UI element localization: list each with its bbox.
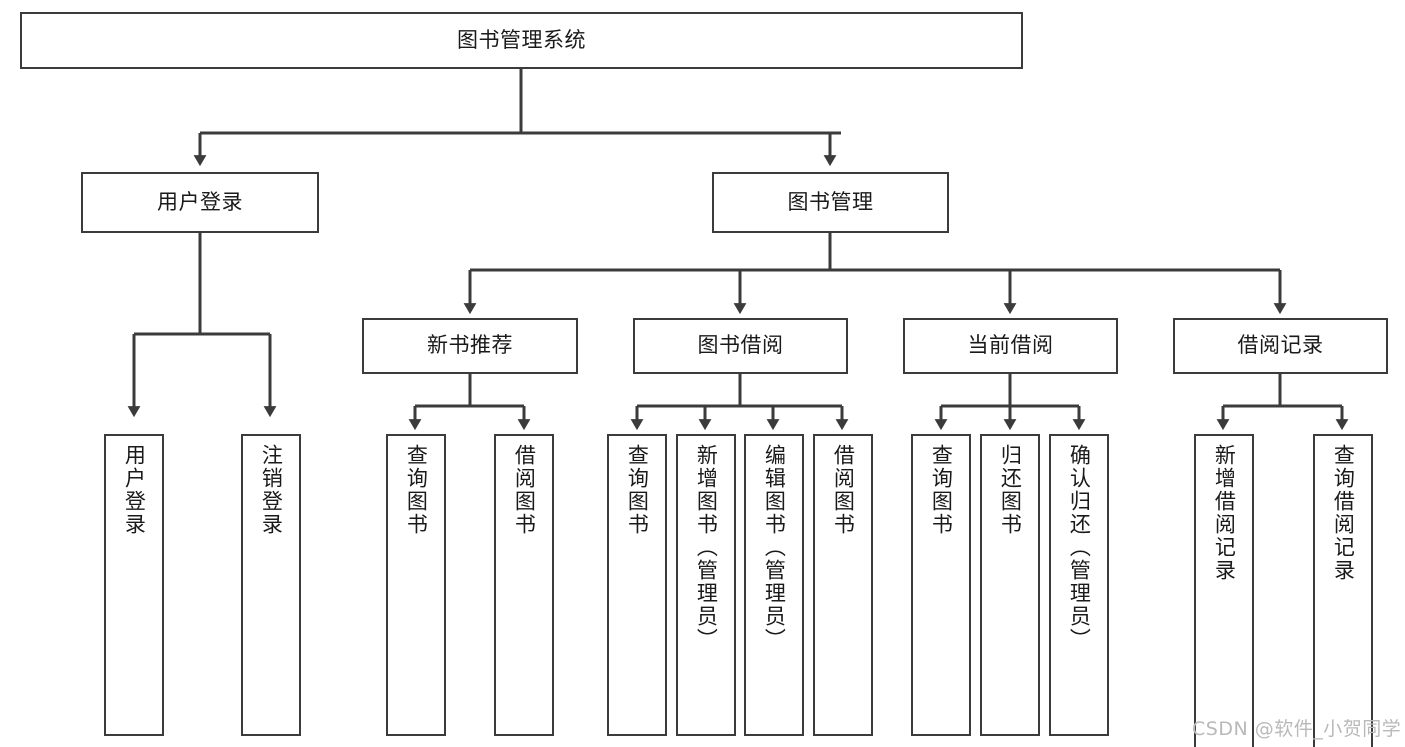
node-user-login-label: 用户登录 xyxy=(157,189,243,214)
node-leaf-query-record-label: 查询借阅记录 xyxy=(1331,444,1356,582)
node-current-borrow[interactable]: 当前借阅 xyxy=(903,318,1118,374)
node-borrow-record[interactable]: 借阅记录 xyxy=(1173,318,1388,374)
node-current-borrow-label: 当前借阅 xyxy=(967,333,1054,358)
node-leaf-query-book-1[interactable]: 查询图书 xyxy=(386,434,446,736)
node-leaf-user-login-label: 用户登录 xyxy=(122,444,147,536)
node-book-manage-label: 图书管理 xyxy=(787,189,874,214)
node-leaf-logout-login-label: 注销登录 xyxy=(259,444,284,536)
node-borrow-record-label: 借阅记录 xyxy=(1237,333,1324,358)
node-root[interactable]: 图书管理系统 xyxy=(20,12,1023,69)
node-book-borrow-label: 图书借阅 xyxy=(697,333,784,358)
node-leaf-user-login[interactable]: 用户登录 xyxy=(104,434,164,736)
node-new-book-recommend[interactable]: 新书推荐 xyxy=(362,318,578,374)
node-leaf-query-record[interactable]: 查询借阅记录 xyxy=(1313,434,1373,747)
node-leaf-return-book[interactable]: 归还图书 xyxy=(980,434,1040,736)
node-leaf-confirm-return[interactable]: 确认归还（管理员） xyxy=(1049,434,1109,736)
node-leaf-borrow-book-1-label: 借阅图书 xyxy=(512,444,537,536)
node-leaf-query-book-2[interactable]: 查询图书 xyxy=(607,434,667,736)
node-leaf-query-book-3-label: 查询图书 xyxy=(929,444,954,536)
node-leaf-confirm-return-label: 确认归还（管理员） xyxy=(1067,444,1092,651)
node-root-label: 图书管理系统 xyxy=(457,27,586,52)
node-leaf-edit-book[interactable]: 编辑图书（管理员） xyxy=(744,434,804,736)
node-leaf-add-book-label: 新增图书（管理员） xyxy=(694,444,719,651)
node-leaf-query-book-1-label: 查询图书 xyxy=(404,444,429,536)
node-book-manage[interactable]: 图书管理 xyxy=(712,172,949,233)
node-book-borrow[interactable]: 图书借阅 xyxy=(633,318,848,374)
node-leaf-edit-book-label: 编辑图书（管理员） xyxy=(762,444,787,651)
node-leaf-return-book-label: 归还图书 xyxy=(998,444,1023,536)
node-leaf-borrow-book-2[interactable]: 借阅图书 xyxy=(813,434,873,736)
node-leaf-logout-login[interactable]: 注销登录 xyxy=(241,434,301,736)
node-leaf-borrow-book-2-label: 借阅图书 xyxy=(831,444,856,536)
node-user-login[interactable]: 用户登录 xyxy=(81,172,319,233)
node-leaf-add-record-label: 新增借阅记录 xyxy=(1212,444,1237,582)
node-leaf-borrow-book-1[interactable]: 借阅图书 xyxy=(494,434,554,736)
node-new-book-recommend-label: 新书推荐 xyxy=(427,333,513,358)
node-leaf-add-book[interactable]: 新增图书（管理员） xyxy=(676,434,736,736)
node-leaf-add-record[interactable]: 新增借阅记录 xyxy=(1194,434,1254,747)
node-leaf-query-book-3[interactable]: 查询图书 xyxy=(911,434,971,736)
node-leaf-query-book-2-label: 查询图书 xyxy=(625,444,650,536)
